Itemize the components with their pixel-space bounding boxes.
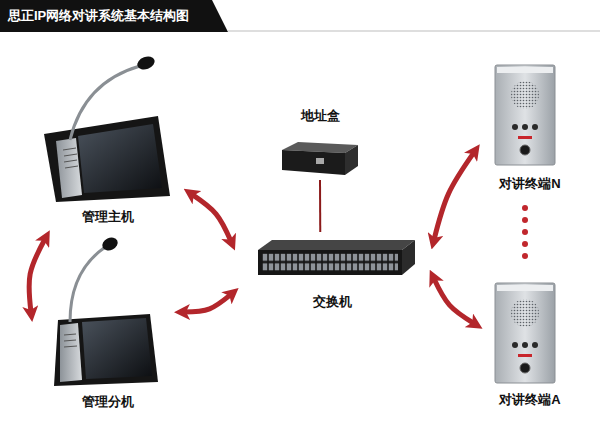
title-bar: [0, 0, 228, 32]
dot: [522, 217, 528, 223]
switch-ports: [262, 253, 398, 272]
device-label: 交换机: [313, 294, 352, 310]
console-screen: [82, 318, 152, 379]
mic-head: [135, 54, 156, 71]
dot: [522, 253, 528, 259]
terminal-plate: [495, 283, 555, 383]
device-node: 管理分机: [45, 232, 170, 410]
double-arrow: [434, 279, 474, 324]
device-node: 管理主机: [38, 55, 178, 225]
double-arrow: [29, 239, 45, 312]
branch-console: [54, 235, 158, 386]
switch-device: [258, 240, 415, 275]
host-console: [44, 54, 170, 202]
indicator: [512, 124, 518, 130]
console-panel: [60, 323, 82, 382]
grille-line: [65, 166, 78, 168]
grille-line: [64, 160, 77, 162]
terminal-strip: [497, 285, 553, 291]
grille-line: [64, 154, 77, 156]
grille-line: [64, 340, 76, 341]
device-node: 地址盒: [275, 108, 365, 180]
gooseneck: [70, 66, 140, 140]
terminal-device: [495, 65, 555, 165]
dot: [522, 205, 528, 211]
device-node: 对讲终端A: [488, 278, 572, 408]
device-node: 对讲终端N: [488, 60, 572, 192]
device-node: 交换机: [245, 232, 420, 310]
mic-head: [100, 235, 120, 253]
terminal-strip: [497, 67, 553, 73]
call-button: [520, 363, 530, 373]
box-front: [282, 150, 345, 175]
double-arrow: [434, 152, 474, 239]
indicator: [522, 124, 528, 130]
address-box-device: [282, 142, 358, 175]
indicator: [532, 342, 538, 348]
device-label: 地址盒: [301, 108, 340, 124]
switch-top: [258, 240, 415, 250]
title-rule: [228, 31, 600, 32]
indicator: [512, 342, 518, 348]
diagram-title: 思正IP网络对讲系统基本结构图: [8, 8, 189, 24]
red-mark: [518, 136, 532, 139]
device-label: 对讲终端A: [499, 392, 560, 408]
link-line: [319, 180, 321, 232]
speaker-grille: [511, 81, 539, 109]
switch-side: [402, 240, 415, 275]
grille-line: [64, 346, 77, 347]
box-side: [345, 145, 358, 175]
terminal-device: [495, 283, 555, 383]
gooseneck: [70, 248, 104, 322]
terminal-plate: [495, 65, 555, 165]
dot: [522, 229, 528, 235]
grille-line: [63, 148, 76, 150]
double-arrow: [192, 194, 231, 241]
device-label: 对讲终端N: [499, 176, 560, 192]
indicator: [532, 124, 538, 130]
console-body: [54, 314, 158, 386]
console-screen: [78, 124, 162, 193]
device-label: 管理分机: [82, 394, 134, 410]
dot: [522, 241, 528, 247]
switch-front: [258, 250, 402, 275]
double-arrow: [184, 294, 231, 312]
console-panel: [56, 138, 82, 198]
console-body: [44, 116, 170, 202]
speaker-grille: [511, 299, 539, 327]
device-label: 管理主机: [82, 209, 134, 225]
ellipsis-dots: [522, 205, 528, 259]
box-port: [316, 158, 324, 164]
indicator: [522, 342, 528, 348]
grille-line: [64, 334, 76, 335]
call-button: [520, 145, 530, 155]
red-mark: [518, 354, 532, 357]
